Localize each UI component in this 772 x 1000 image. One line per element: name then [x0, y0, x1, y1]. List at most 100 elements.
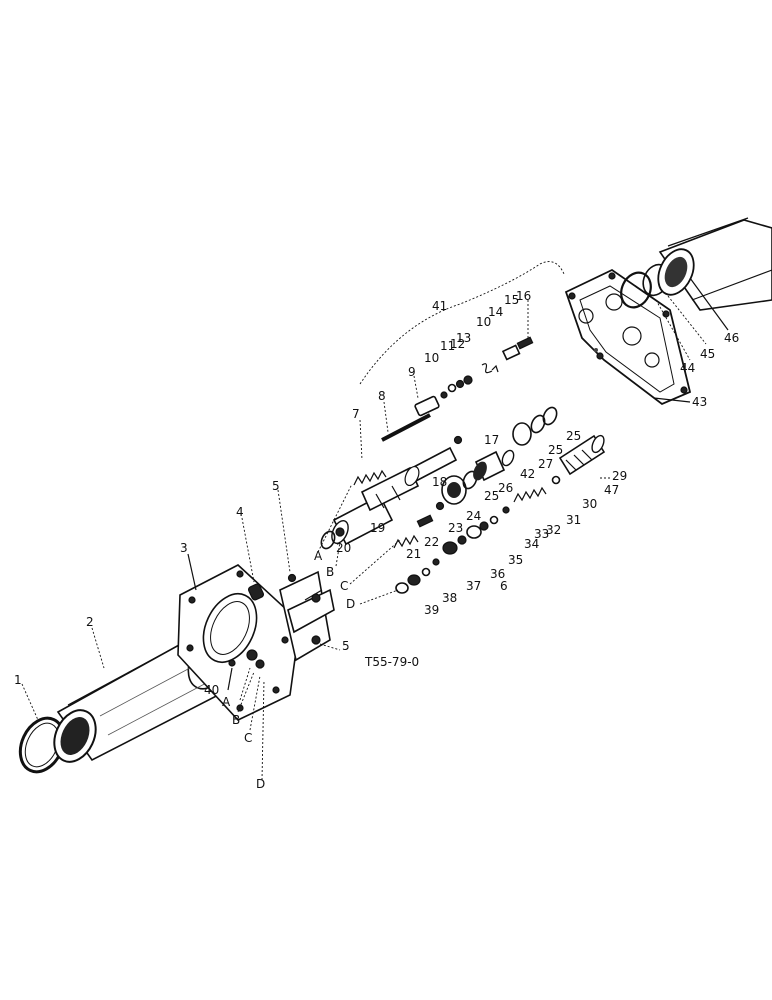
part-47-washer: [551, 475, 561, 485]
callout-label: 46: [724, 331, 739, 345]
callout-label: C: [244, 731, 252, 745]
callout-label: D: [346, 597, 355, 611]
part-46-housing: [657, 217, 772, 311]
callout-label: 20: [336, 541, 351, 555]
callout-label: 15: [504, 293, 519, 307]
part-7-spring: [353, 469, 387, 486]
callout-label: 7: [352, 407, 360, 421]
part-21-spring: [393, 534, 419, 549]
part-12-spring: [455, 379, 465, 389]
part-9-body: [414, 395, 440, 417]
callout-label: 9: [408, 365, 416, 379]
callout-label: D: [256, 777, 265, 791]
part-33-seat: [479, 521, 489, 531]
part-17-ball: [453, 435, 463, 445]
callout-label: 13: [456, 331, 471, 345]
part-13-cap: [463, 375, 473, 385]
part-15-plunger: [501, 344, 521, 361]
part-25-o-ring-b: [530, 414, 546, 434]
part-10-ball: [440, 391, 448, 399]
callout-label: 29: [612, 469, 627, 483]
part-14-clip: [481, 363, 493, 374]
callout-label: 37: [466, 579, 481, 593]
callout-label: 2: [86, 615, 94, 629]
callout-label: 39: [424, 603, 439, 617]
callout-label: 25: [484, 489, 499, 503]
part-18-valve-spool: [360, 446, 458, 512]
part-43-gasket: [564, 268, 692, 406]
part-5-plug-top: [287, 573, 297, 583]
part-31-ball: [502, 506, 510, 514]
callout-label: 18: [432, 475, 447, 489]
callout-label: 19: [370, 521, 385, 535]
part-10b-clip: [491, 364, 499, 373]
callout-label: B: [326, 565, 334, 579]
part-11-washer: [447, 383, 457, 393]
part-16-pin: [516, 336, 534, 350]
callout-label: 47: [604, 483, 619, 497]
callout-label: 6: [500, 579, 508, 593]
part-22-pin: [416, 514, 434, 528]
part-30-spring: [513, 486, 547, 503]
part-36-nut: [442, 541, 458, 555]
part-40-ball: [228, 659, 236, 667]
callout-label: 32: [546, 523, 561, 537]
figure-code: T55-79-0: [364, 655, 419, 669]
callout-label: 27: [538, 457, 553, 471]
callout-label: B: [232, 713, 240, 727]
part-4-plug: [247, 583, 265, 601]
callout-label: A: [222, 695, 231, 709]
callout-label: 12: [450, 337, 465, 351]
part-23-ball: [435, 501, 445, 511]
part-19-valve: [331, 494, 394, 546]
part-20-o-ring: [320, 530, 336, 550]
callout-label: 25: [566, 429, 581, 443]
part-25-o-ring-c: [542, 406, 558, 426]
callout-label: 38: [442, 591, 457, 605]
group-41-bracket: [359, 261, 565, 385]
part-8-pin: [381, 413, 431, 442]
part-34-plug: [466, 525, 482, 539]
callout-label: 21: [406, 547, 421, 561]
part-29-valve-body: [558, 434, 606, 476]
callout-label: 3: [180, 541, 188, 555]
callout-label: A: [314, 549, 323, 563]
part-35-nut: [457, 535, 467, 545]
part-32-washer: [489, 515, 499, 525]
callout-label: 22: [424, 535, 439, 549]
callout-label: 4: [236, 505, 244, 519]
callout-label: 5: [342, 639, 350, 653]
callout-label: 31: [566, 513, 581, 527]
part-37-washer: [421, 567, 431, 577]
callout-label: 26: [498, 481, 513, 495]
callout-label: 11: [440, 339, 455, 353]
callout-label: 1: [14, 673, 22, 687]
callout-label: 43: [692, 395, 707, 409]
part-24-spool-body: [441, 475, 467, 505]
callout-label: 36: [490, 567, 505, 581]
part-44-o-ring: [620, 271, 652, 309]
part-42-o-ring: [501, 449, 515, 467]
callout-label: 44: [680, 361, 695, 375]
part-26-valve-seat: [473, 450, 506, 482]
callout-label: 25: [548, 443, 563, 457]
callout-label: 41: [432, 299, 447, 313]
part-6-ball: [432, 558, 440, 566]
callout-label: 17: [484, 433, 499, 447]
part-39-washer: [395, 582, 409, 594]
callout-label: 10: [476, 315, 491, 329]
part-27-sleeve: [512, 422, 532, 446]
callout-label: 14: [488, 305, 503, 319]
callout-label: 42: [520, 467, 535, 481]
callout-label: C: [340, 579, 348, 593]
part-38-plug: [407, 574, 421, 586]
callout-label: 23: [448, 521, 463, 535]
callout-label: 10: [424, 351, 439, 365]
callout-label: 34: [524, 537, 539, 551]
callout-label: 40: [204, 683, 219, 697]
callout-label: 8: [378, 389, 386, 403]
callout-label: 35: [508, 553, 523, 567]
